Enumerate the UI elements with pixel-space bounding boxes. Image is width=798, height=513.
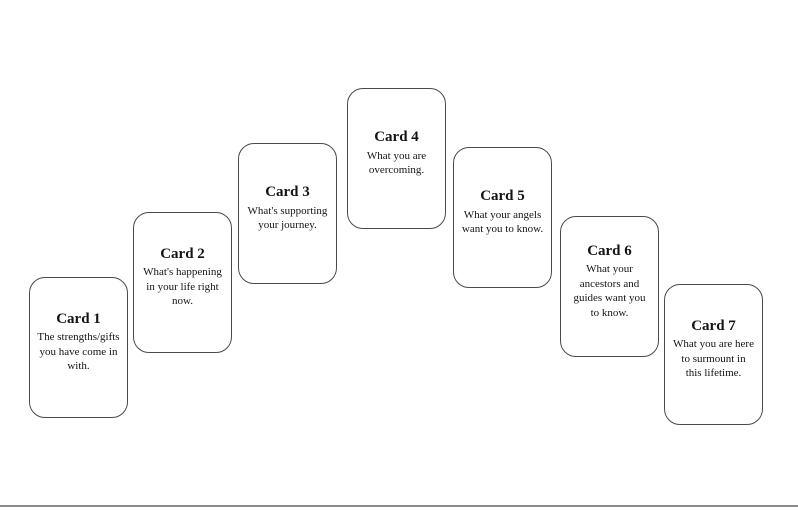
card-description: What's happening in your life right now.	[143, 266, 222, 308]
card-title: Card 2	[160, 245, 205, 262]
spread-card-1: Card 1 The strengths/gifts you have come…	[29, 277, 128, 418]
spread-card-5: Card 5 What your angels want you to know…	[453, 147, 552, 288]
card-text-block: Card 1 The strengths/gifts you have come…	[37, 311, 119, 374]
card-text-block: Card 5 What your angels want you to know…	[462, 188, 543, 237]
card-title: Card 4	[374, 129, 419, 146]
card-text-block: Card 3 What's supporting your journey.	[248, 184, 328, 233]
spread-card-6: Card 6 What your ancestors and guides wa…	[560, 216, 659, 357]
card-text-block: Card 7 What you are here to surmount in …	[673, 318, 754, 381]
card-description: What you are overcoming.	[366, 149, 427, 177]
card-title: Card 3	[265, 184, 310, 201]
card-text-block: Card 4 What you are overcoming.	[367, 129, 426, 178]
card-text-block: Card 2 What's happening in your life rig…	[143, 246, 222, 309]
card-description: What you are here to surmount in this li…	[673, 338, 754, 380]
spread-card-2: Card 2 What's happening in your life rig…	[133, 212, 232, 353]
card-title: Card 1	[56, 310, 101, 327]
card-description: What's supporting your journey.	[247, 204, 328, 232]
card-description: The strengths/gifts you have come in wit…	[37, 331, 120, 373]
card-text-block: Card 6 What your ancestors and guides wa…	[573, 243, 645, 321]
card-description: What your ancestors and guides want you …	[573, 262, 646, 319]
card-description: What your angels want you to know.	[461, 208, 544, 236]
card-title: Card 6	[587, 242, 632, 259]
bottom-divider-line	[0, 505, 798, 507]
spread-card-4: Card 4 What you are overcoming.	[347, 88, 446, 229]
card-title: Card 7	[691, 317, 736, 334]
card-title: Card 5	[480, 188, 525, 205]
spread-card-7: Card 7 What you are here to surmount in …	[664, 284, 763, 425]
spread-card-3: Card 3 What's supporting your journey.	[238, 143, 337, 284]
